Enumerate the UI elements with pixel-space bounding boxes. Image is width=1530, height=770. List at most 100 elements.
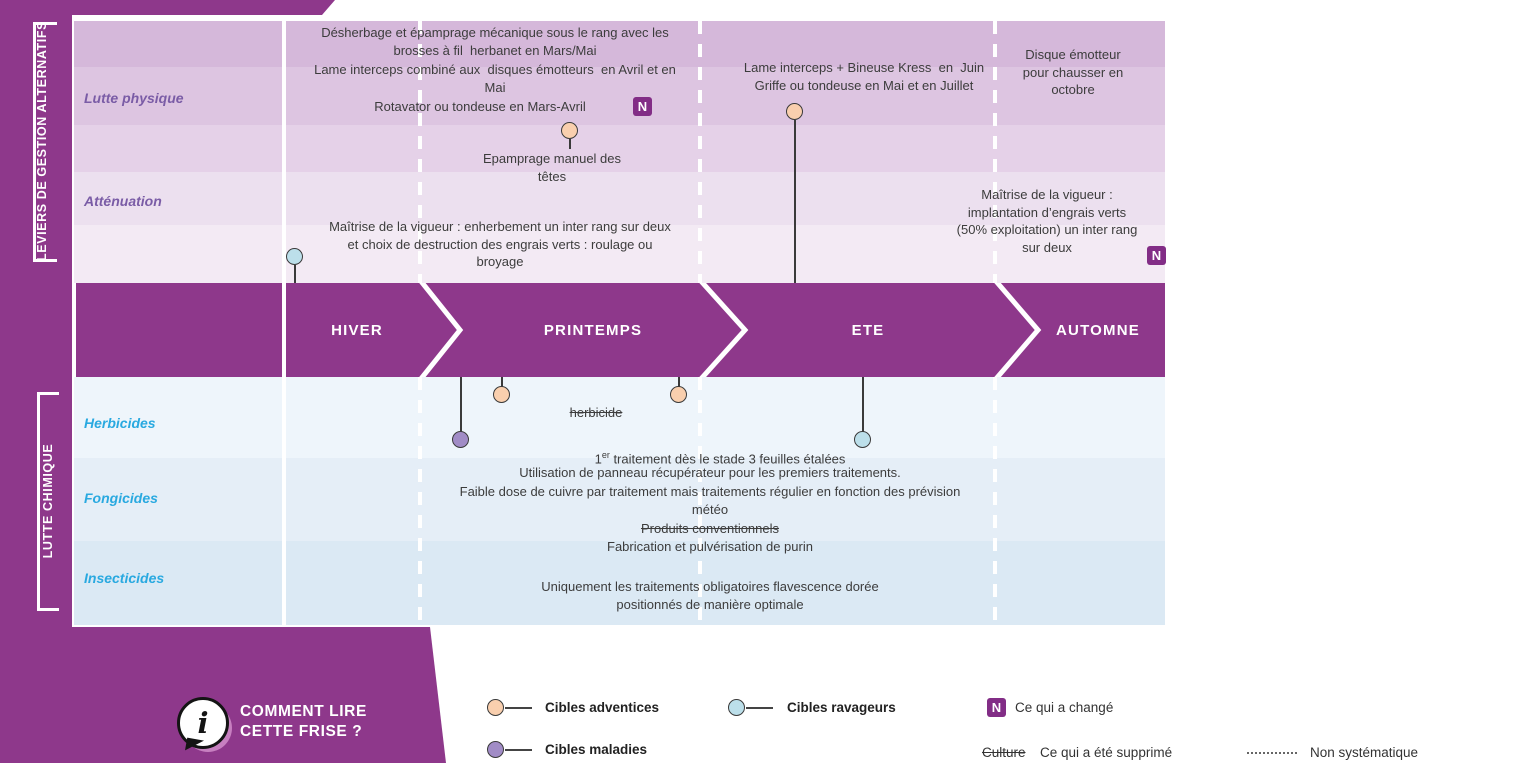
cell-kress-line1: Lame interceps + Bineuse Kress en Juin [743, 60, 985, 75]
cell-desherbage-line2: brosses à fil herbanet en Mars/Mai [393, 42, 597, 58]
cell-fongicides-line3: météo [691, 502, 729, 517]
info-icon: i [197, 706, 209, 740]
stem-adventices-kress [794, 120, 796, 283]
cibles-adventices-marker-epamprage [561, 122, 578, 139]
legend-ravageurs-label: Cibles ravageurs [787, 700, 896, 715]
legend-maladies-label: Cibles maladies [545, 742, 648, 757]
dashed-separator-printemps-ete-upper [698, 21, 702, 283]
cell-flavescence-line1: Uniquement les traitements obligatoires … [541, 579, 879, 594]
cell-kress: Lame interceps + Bineuse Kress en Juin G… [718, 59, 1010, 94]
row-herbicides [74, 377, 1165, 458]
n-badge-rotavator: N [633, 97, 652, 116]
dashed-separator-ete-automne-upper [993, 21, 997, 283]
season-automne: AUTOMNE [1056, 322, 1140, 339]
cell-maitrise-enherbement-line2: et choix de destruction des engrais vert… [347, 236, 653, 252]
legend-removed-label: Ce qui a été supprimé [1040, 745, 1173, 760]
dashed-separator-hiver-printemps-lower [418, 377, 422, 625]
upper-band-5 [74, 225, 1165, 283]
cell-maitrise-enherbement: Maîtrise de la vigueur : enherbement un … [295, 218, 705, 271]
upper-band-1 [74, 21, 1165, 67]
cell-maitrise-enherbement-line1: Maîtrise de la vigueur : enherbement un … [329, 219, 671, 234]
cell-purin: Fabrication et pulvérisation de purin [607, 539, 813, 554]
cell-disque-line3: octobre [1051, 82, 1095, 97]
legend-n-badge-icon: N [987, 698, 1006, 717]
legend-ravageurs-marker-icon [728, 699, 745, 716]
upper-band-2 [74, 67, 1165, 125]
season-ete: ETE [851, 322, 885, 339]
stem-maladies-herbicides [460, 377, 462, 432]
legend-maladies-line [505, 749, 532, 751]
legend-changed-label: Ce qui a changé [1015, 700, 1114, 715]
n-badge-engrais-verts: N [1147, 246, 1166, 265]
cell-kress-line2: Griffe ou tondeuse en Mai et en Juillet [754, 77, 974, 93]
cell-fongicides-block: Utilisation de panneau récupérateur pour… [420, 464, 1000, 538]
premier-rest: traitement dès le stade 3 feuilles étalé… [609, 451, 846, 467]
premier-sup: er [601, 450, 610, 460]
premier-num: 1 [594, 451, 602, 467]
cell-lame-interceps: Lame interceps combiné aux disques émott… [290, 61, 700, 96]
cibles-adventices-marker-herbicides-2 [670, 386, 687, 403]
row-label-herbicides: Herbicides [84, 415, 156, 431]
legend-ravageurs-line [746, 707, 773, 709]
cell-maitrise-engrais-line3: (50% exploitation) un inter rang [956, 222, 1138, 237]
cell-fongicides-line1: Utilisation de panneau récupérateur pour… [519, 465, 901, 480]
cell-disque-line2: pour chausser en [1022, 64, 1124, 80]
cell-maitrise-engrais-line1: Maîtrise de la vigueur : [981, 187, 1113, 202]
cell-maitrise-enherbement-line3: broyage [476, 254, 524, 269]
cell-fongicides-line2: Faible dose de cuivre par traitement mai… [459, 483, 961, 499]
cell-epamprage-line1: Epamprage manuel des [482, 151, 622, 166]
info-bubble-icon: i [177, 697, 229, 749]
cibles-ravageurs-marker-herbicides [854, 431, 871, 448]
stem-adventices-epamprage [569, 139, 571, 149]
cell-maitrise-engrais-line4: sur deux [1022, 239, 1072, 255]
cell-lame-interceps-line2: Mai [484, 79, 506, 95]
label-column-separator-upper [282, 21, 286, 283]
cell-rotavator: Rotavator ou tondeuse en Mars-Avril [374, 99, 586, 114]
row-label-fongicides: Fongicides [84, 490, 158, 506]
stem-ravageurs-hiver [294, 265, 296, 283]
how-to-read-title: COMMENT LIRE CETTE FRISE ? [240, 702, 367, 742]
rail-label-alternatifs: LEVIERS DE GESTION ALTERNATIFS [34, 21, 70, 261]
rail-label-chimique: LUTTE CHIMIQUE [41, 443, 55, 559]
legend-maladies-marker-icon [487, 741, 504, 758]
cell-disque-line1: Disque émotteur [1025, 47, 1121, 62]
cibles-adventices-marker-kress [786, 103, 803, 120]
chevron-ete-automne [994, 283, 1042, 377]
legend-non-systematique-label: Non systématique [1310, 745, 1419, 760]
how-to-read-line1: COMMENT LIRE [240, 703, 367, 720]
rail-alternatifs-line2: ALTERNATIFS [35, 20, 49, 113]
bracket-alternatifs-bottom-tick [33, 259, 57, 262]
cell-herbicide-supprime: herbicide [569, 405, 623, 420]
cell-flavescence: Uniquement les traitements obligatoires … [420, 578, 1000, 613]
dashed-separator-hiver-printemps-upper [418, 21, 422, 283]
cell-premier-traitement: 1er traitement dès le stade 3 feuilles é… [480, 447, 960, 468]
upper-band-3 [74, 125, 1165, 172]
dashed-separator-printemps-ete-lower [698, 377, 702, 625]
upper-band-4 [74, 172, 1165, 225]
info-bubble-tail-icon [185, 737, 204, 754]
cibles-ravageurs-marker-hiver [286, 248, 303, 265]
cell-desherbage-line1: Désherbage et épamprage mécanique sous l… [321, 25, 669, 40]
cell-produits-conventionnels: Produits conventionnels [640, 520, 780, 536]
row-label-insecticides: Insecticides [84, 570, 165, 586]
stem-adventices-herbicides-1 [501, 377, 503, 387]
top-purple-band [0, 0, 335, 15]
legend-dotted-line-icon [1247, 752, 1297, 754]
season-hiver: HIVER [331, 322, 383, 339]
stem-ravageurs-herbicides [862, 377, 864, 432]
rail-alternatifs-line1: LEVIERS DE GESTION [35, 116, 49, 261]
bracket-chimique-top-tick [37, 392, 59, 395]
season-printemps: PRINTEMPS [543, 322, 643, 339]
legend-removed-example: Culture [982, 745, 1026, 760]
dashed-separator-ete-automne-lower [993, 377, 997, 625]
cibles-adventices-marker-herbicides-1 [493, 386, 510, 403]
chevron-printemps-ete [699, 283, 749, 377]
cell-flavescence-line2: positionnés de manière optimale [616, 596, 804, 612]
bracket-alternatifs-top-tick [33, 22, 57, 25]
cell-epamprage: Epamprage manuel des têtes [472, 150, 632, 185]
row-label-lutte-physique: Lutte physique [84, 90, 184, 106]
bracket-chimique-bottom-tick [37, 608, 59, 611]
cell-maitrise-engrais: Maîtrise de la vigueur : implantation d’… [928, 186, 1166, 256]
row-fongicides [74, 458, 1165, 541]
